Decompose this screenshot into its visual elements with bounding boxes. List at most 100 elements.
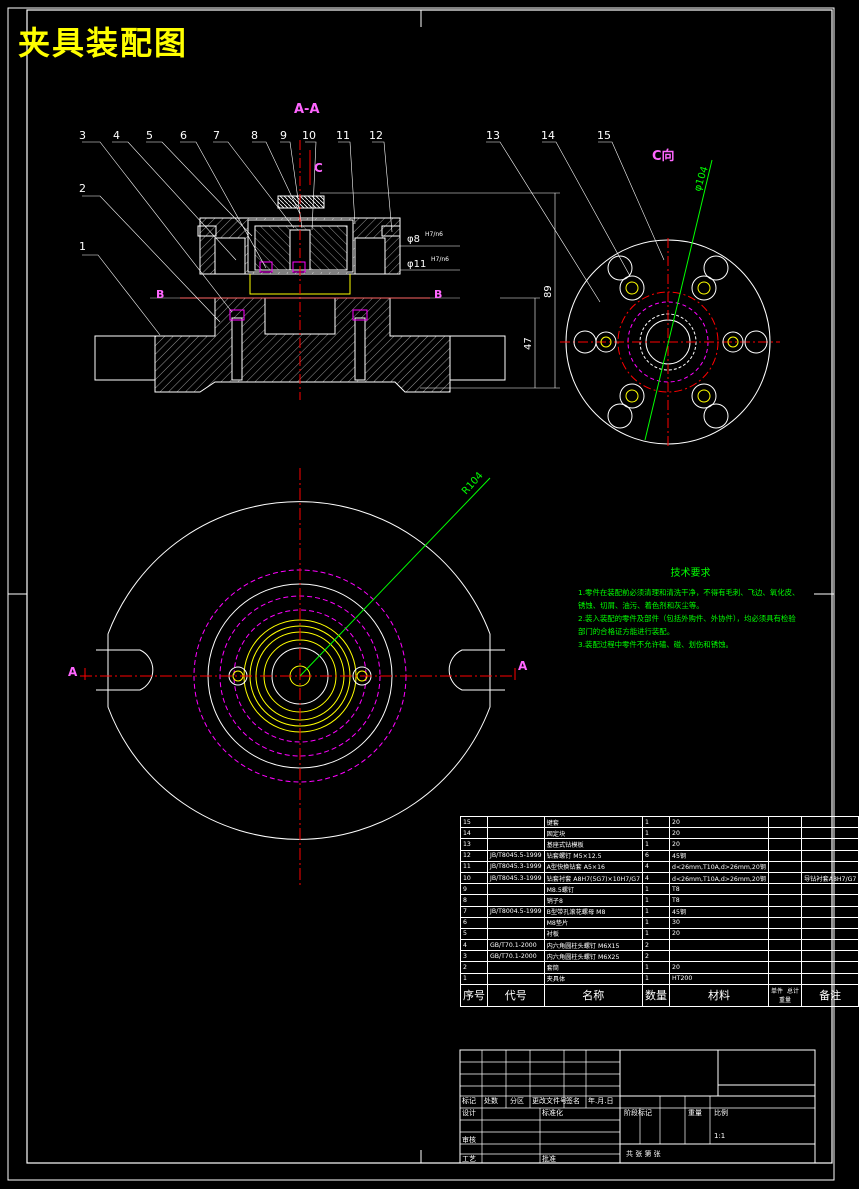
bom-cell-mat: 20 <box>669 961 769 974</box>
tech-heading: 技术要求 <box>670 568 711 579</box>
bom-cell-mat <box>669 939 769 952</box>
bom-cell-weight <box>767 916 802 929</box>
bom-cell-name: 固定块 <box>543 827 644 840</box>
bom-cell-weight <box>767 815 802 829</box>
bom-cell-no: 14 <box>460 827 488 840</box>
a-right-label: A <box>518 659 528 673</box>
bom-cell-note <box>800 905 859 918</box>
bom-cell-weight <box>767 905 802 918</box>
bom-cell-weight <box>767 950 802 963</box>
bom-cell-code: JB/T8004.5-1999 <box>487 905 545 918</box>
bom-cell-no: 11 <box>460 860 488 873</box>
c-view <box>560 159 780 446</box>
bom-header-unit: 单件 <box>770 988 783 996</box>
bom-cell-name: M8垫片 <box>543 916 644 929</box>
bom-cell-name: 套筒 <box>543 961 644 974</box>
bom-header-no: 序号 <box>460 983 488 1007</box>
tech-item-3: 3.装配过程中零件不允许磕、碰、划伤和锈蚀。 <box>578 640 733 649</box>
bom-cell-name: 销子8 <box>543 894 644 907</box>
bom-cell-weight <box>767 961 802 974</box>
bom-cell-weight <box>767 939 802 952</box>
bom-cell-no: 7 <box>460 905 488 918</box>
bom-cell-code <box>487 961 545 974</box>
callout-13: 13 <box>486 129 500 142</box>
bom-cell-weight <box>767 849 802 862</box>
dim-r1: φ104 <box>692 165 710 193</box>
bom-cell-no: 3 <box>460 950 488 963</box>
bom-cell-name: 夹具体 <box>543 972 644 985</box>
bom-header-weight: 重量 <box>778 997 791 1005</box>
bom-cell-note <box>800 972 859 985</box>
bom-cell-name: 键套 <box>543 815 644 829</box>
callout-3: 3 <box>79 129 86 142</box>
bom-cell-note <box>800 961 859 974</box>
dim-d2-tol: H7/n6 <box>431 256 449 263</box>
callout-14: 14 <box>541 129 555 142</box>
bom-cell-code: JB/T8045.3-1999 <box>487 871 545 885</box>
bom-cell-qty: 1 <box>642 961 671 974</box>
bom-cell-qty: 1 <box>642 927 671 941</box>
tb-scale-val: 1:1 <box>714 1132 725 1140</box>
tech-item-1: 1.零件在装配前必须清理和清洗干净，不得有毛刺、飞边、氧化皮、锈蚀、切屑、油污、… <box>578 588 800 610</box>
bom-cell-weight <box>767 860 802 873</box>
bom-cell-code <box>487 827 545 840</box>
bom-cell-mat: d<26mm,T10A,d>26mm,20钢 <box>669 860 769 873</box>
tb-stage: 阶段标记 <box>624 1108 652 1117</box>
callout-4: 4 <box>113 129 120 142</box>
bom-cell-note <box>800 849 859 862</box>
bom-header-total: 总计 <box>786 988 799 996</box>
callout-9: 9 <box>280 129 287 142</box>
bom-header-code: 代号 <box>487 983 545 1007</box>
bom-cell-note <box>800 838 859 851</box>
tb-sign: 签名 <box>566 1096 580 1105</box>
bom-cell-mat: HT200 <box>669 972 769 985</box>
bom-cell-note <box>800 827 859 840</box>
bom-cell-qty: 2 <box>642 950 671 963</box>
bom-cell-note <box>800 927 859 941</box>
tb-mark: 标记 <box>462 1096 476 1105</box>
bom-cell-name: 内六角圆柱头螺钉 M6X25 <box>543 950 644 963</box>
b-right-label: B <box>434 288 442 301</box>
bom-cell-weight <box>767 894 802 907</box>
title-block: 标记 处数 分区 更改文件号 签名 年.月.日 设计 标准化 阶段标记 重量 比… <box>459 1049 816 1164</box>
callout-15: 15 <box>597 129 611 142</box>
bom-cell-qty: 6 <box>642 849 671 862</box>
bom-cell-code <box>487 838 545 851</box>
callout-2: 2 <box>79 182 86 195</box>
inner-frame <box>26 9 833 1164</box>
bom-cell-code <box>487 916 545 929</box>
plan-view <box>80 468 516 885</box>
bom-cell-code <box>487 927 545 941</box>
bom-cell-qty: 1 <box>642 827 671 840</box>
bom-cell-qty: 1 <box>642 905 671 918</box>
bom-cell-no: 4 <box>460 939 488 952</box>
bom-cell-name: B型带孔滚花螺母 M8 <box>543 905 644 918</box>
dim-r2: R104 <box>460 470 486 497</box>
dimension-texts: φ8 H7/n6 φ11 H7/n6 89 47 φ104 R104 <box>407 165 711 497</box>
bom-cell-no: 1 <box>460 972 488 985</box>
tb-weight: 重量 <box>688 1109 702 1117</box>
bom-cell-mat <box>669 950 769 963</box>
bom-header-qty: 数量 <box>642 983 671 1007</box>
bom-cell-no: 8 <box>460 894 488 907</box>
bom-cell-no: 15 <box>460 815 488 829</box>
bom-cell-weight <box>767 883 802 896</box>
bom-cell-no: 6 <box>460 916 488 929</box>
bom-cell-name: A型快换钻套 A5×16 <box>543 860 644 873</box>
tb-design: 设计 <box>462 1108 476 1117</box>
bom-cell-code <box>487 815 545 829</box>
bom-cell-code: GB/T70.1-2000 <box>487 939 545 952</box>
bom-header-mat: 材料 <box>669 983 769 1007</box>
callout-10: 10 <box>302 129 316 142</box>
dim-d1-tol: H7/n6 <box>425 231 443 238</box>
